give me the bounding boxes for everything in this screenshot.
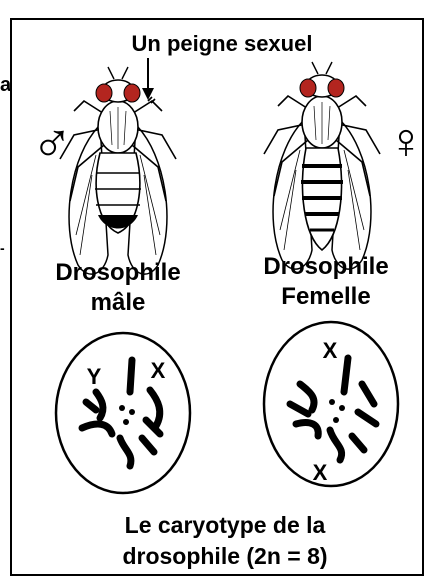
male-fly-illustration (60, 67, 176, 274)
sex-comb-arrow (142, 58, 154, 100)
female-chromosome-label-x-top: X (323, 338, 338, 363)
female-chromosome-label-x-bottom: X (313, 460, 328, 485)
female-fly-illustration (264, 62, 380, 269)
female-karyotype-cell: X X (264, 322, 398, 486)
female-name-line2: Femelle (281, 283, 370, 310)
male-name-line2: mâle (91, 289, 146, 316)
sex-comb-label: Un peigne sexuel (132, 31, 313, 56)
male-symbol: ♂ (31, 109, 73, 172)
caption-line1: Le caryotype de la (125, 512, 326, 538)
female-symbol: ♀ (387, 113, 425, 169)
female-name-line1: Drosophile (263, 253, 388, 280)
male-chromosome-label-y: Y (87, 364, 102, 389)
male-name-line1: Drosophile (55, 259, 180, 286)
male-karyotype-cell: Y X (56, 333, 190, 493)
male-chromosome-label-x: X (151, 358, 166, 383)
caption-line2: drosophile (2n = 8) (122, 543, 327, 569)
